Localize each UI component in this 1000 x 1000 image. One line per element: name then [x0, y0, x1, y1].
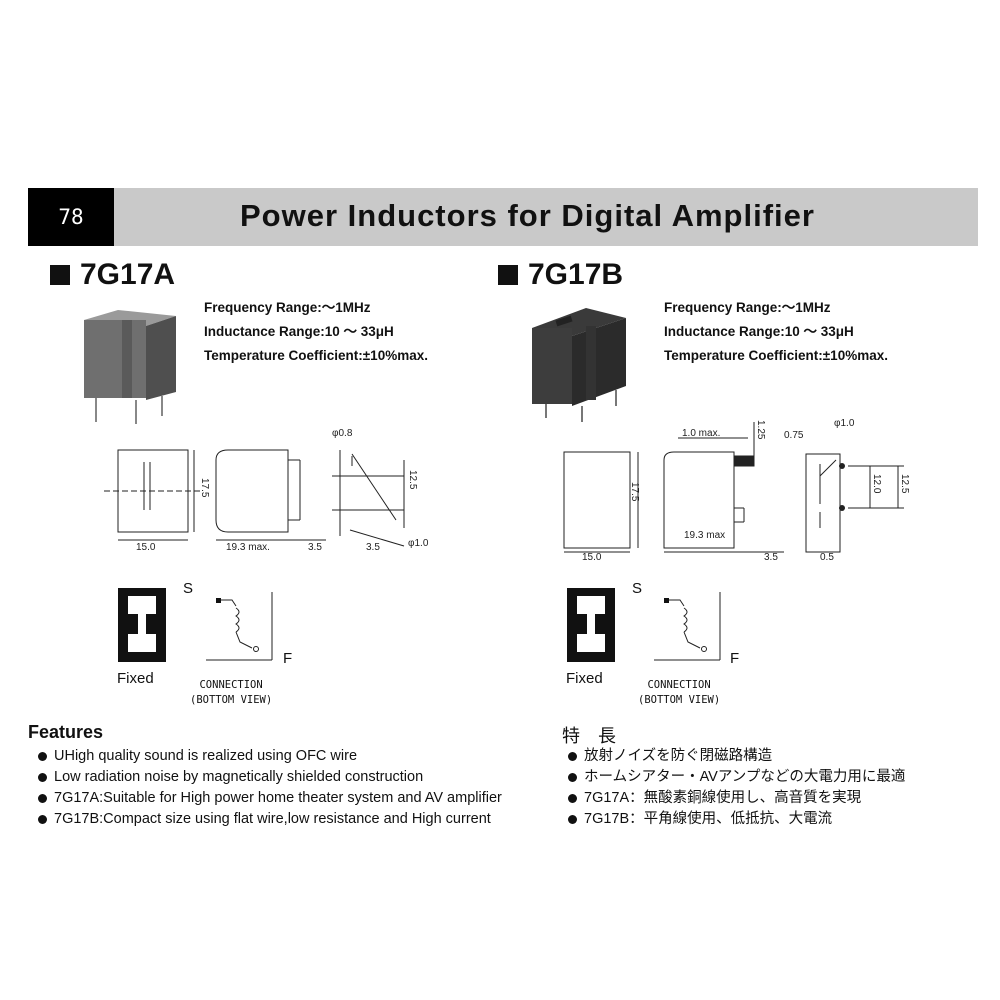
dim-pin-span: 12.5: [407, 470, 418, 490]
product-b-heading: 7G17B: [498, 258, 623, 292]
bullet-icon: [568, 773, 577, 782]
list-item: UHigh quality sound is realized using OF…: [38, 746, 502, 767]
dim-pin-dia-top: φ0.8: [332, 428, 353, 439]
connection-subtitle: (BOTTOM VIEW): [190, 694, 273, 706]
product-b-specs: Frequency Range:～1MHz Inductance Range:1…: [664, 296, 888, 368]
dim-pin-span-a: 12.0: [871, 474, 882, 494]
connection-caption: CONNECTION (BOTTOM VIEW): [190, 678, 272, 708]
bullet-icon: [568, 794, 577, 803]
dim-front-width: 15.0: [582, 552, 602, 562]
spec-frequency: Frequency Range:～1MHz: [204, 300, 371, 315]
features-title: Features: [28, 722, 104, 742]
page-title: Power Inductors for Digital Amplifier: [240, 198, 815, 233]
dim-pin-offset: 3.5: [366, 542, 380, 553]
dim-pin-offset: 0.5: [820, 552, 834, 562]
features-list: UHigh quality sound is realized using OF…: [38, 746, 502, 830]
dim-pin-span-b: 12.5: [899, 474, 910, 494]
product-a-name: 7G17A: [80, 258, 176, 291]
bullet-icon: [568, 752, 577, 761]
features-list-ja: 放射ノイズを防ぐ閉磁路構造 ホームシアター・AVアンプなどの大電力用に最適 7G…: [568, 746, 905, 830]
connection-caption: CONNECTION (BOTTOM VIEW): [638, 678, 720, 708]
dim-front-height: 17.5: [199, 478, 210, 498]
fixed-symbol-icon: [567, 588, 615, 662]
spec-temperature: Temperature Coefficient:±10%max.: [664, 348, 888, 363]
dim-pin-offset-top: 0.75: [784, 430, 804, 441]
fixed-label: Fixed: [566, 670, 603, 687]
features-title-ja: 特 長: [562, 726, 616, 746]
dim-pin-dia: φ1.0: [408, 538, 429, 549]
list-item: 7G17B：平角線使用、低抵抗、大電流: [568, 809, 905, 830]
dim-side-pin: 3.5: [308, 542, 322, 553]
dim-front-height: 17.5: [629, 482, 640, 502]
bullet-icon: [38, 794, 47, 803]
square-bullet-icon: [50, 265, 70, 285]
connection-diagram: [206, 592, 273, 661]
list-item: 7G17B:Compact size using flat wire,low r…: [38, 809, 502, 830]
spec-frequency: Frequency Range:～1MHz: [664, 300, 831, 315]
product-a-heading: 7G17A: [50, 258, 175, 292]
bullet-icon: [38, 815, 47, 824]
list-item: ホームシアター・AVアンプなどの大電力用に最適: [568, 767, 905, 788]
conn-s-label: S: [632, 580, 643, 597]
dim-pin-dia: φ1.0: [834, 418, 855, 429]
connection-title: CONNECTION: [199, 679, 263, 691]
header-bar: [28, 188, 978, 246]
conn-f-label: F: [730, 650, 740, 667]
bullet-icon: [38, 773, 47, 782]
dim-front-width: 15.0: [136, 542, 156, 553]
connection-diagram: [654, 592, 721, 661]
conn-f-label: F: [283, 650, 293, 667]
spec-inductance: Inductance Range:10 ～ 33μH: [664, 324, 854, 339]
product-b-photo: [532, 308, 626, 422]
bullet-icon: [38, 752, 47, 761]
square-bullet-icon: [498, 265, 518, 285]
list-item: Low radiation noise by magnetically shie…: [38, 767, 502, 788]
product-a-photo: [84, 310, 176, 424]
product-a-specs: Frequency Range:～1MHz Inductance Range:1…: [204, 296, 428, 368]
conn-s-label: S: [183, 580, 194, 597]
product-a-dimension-drawing: 15.0 17.5 19.3 max. 3.5 φ0.8 12.5 3.5 φ1…: [104, 428, 429, 553]
dim-side-width: 19.3 max: [684, 530, 725, 541]
spec-temperature: Temperature Coefficient:±10%max.: [204, 348, 428, 363]
bullet-icon: [568, 815, 577, 824]
dim-top-max: 1.0 max.: [682, 428, 720, 439]
connection-title: CONNECTION: [647, 679, 711, 691]
dim-side-pin: 3.5: [764, 552, 778, 562]
list-item: 放射ノイズを防ぐ閉磁路構造: [568, 746, 905, 767]
list-item: 7G17A：無酸素銅線使用し、高音質を実現: [568, 788, 905, 809]
page-number: 78: [28, 188, 114, 246]
dim-top-height: 1.25: [755, 420, 766, 440]
spec-inductance: Inductance Range:10 ～ 33μH: [204, 324, 394, 339]
fixed-label: Fixed: [117, 670, 154, 687]
dim-side-width: 19.3 max.: [226, 542, 270, 553]
product-b-name: 7G17B: [528, 258, 624, 291]
list-item: 7G17A:Suitable for High power home theat…: [38, 788, 502, 809]
product-b-dimension-drawing: 15.0 17.5 19.3 max 3.5 1.0 max. 1.25 0.7…: [563, 418, 910, 562]
fixed-symbol-icon: [118, 588, 166, 662]
connection-subtitle: (BOTTOM VIEW): [638, 694, 721, 706]
